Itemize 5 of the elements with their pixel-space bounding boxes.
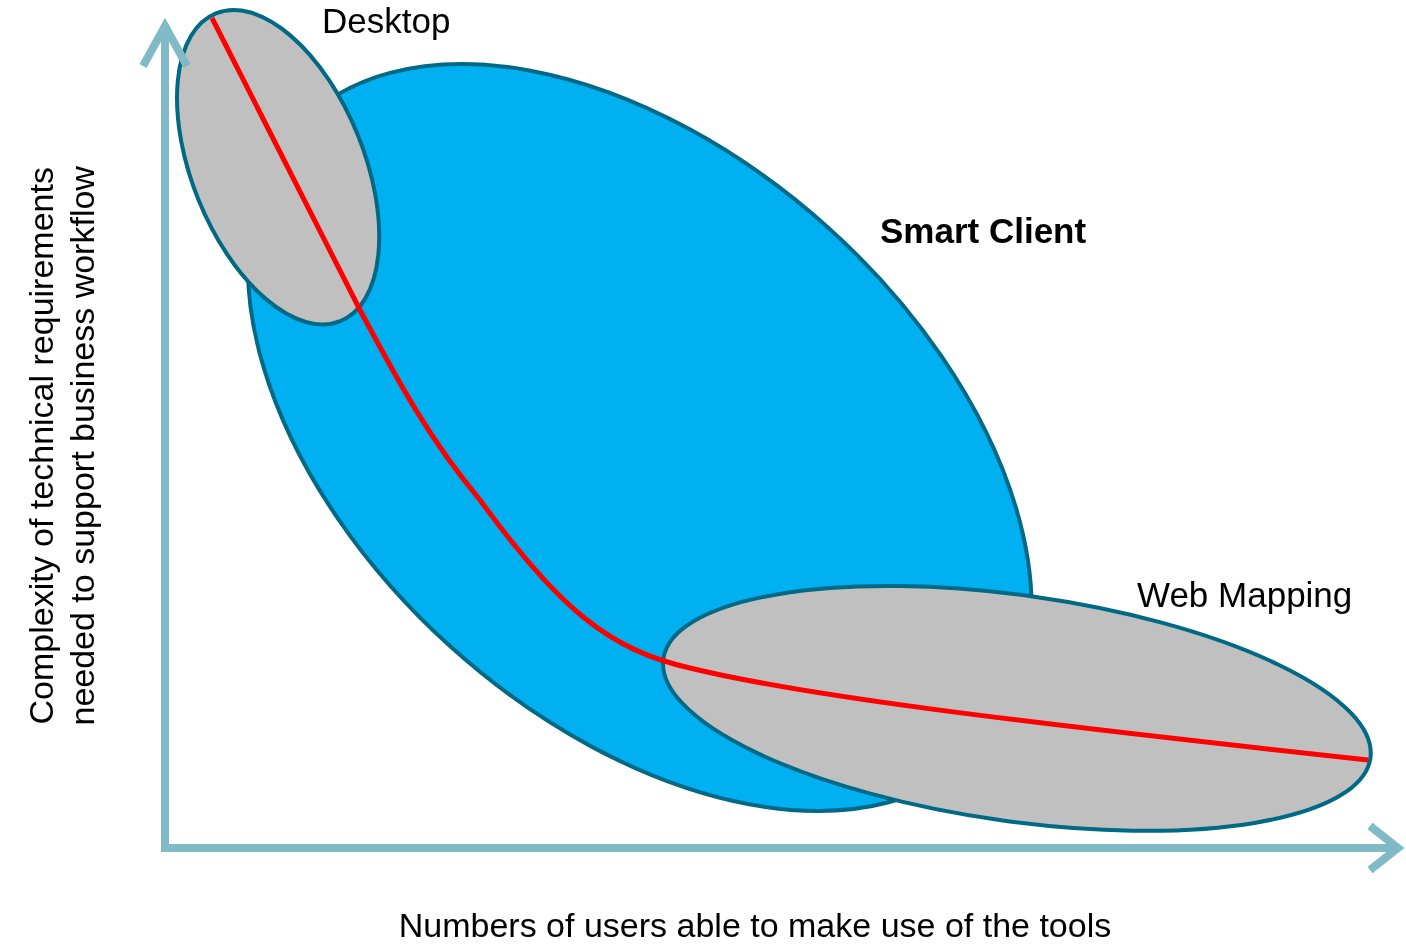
axis-label: Numbers of users able to make use of the tools (397, 905, 1113, 945)
region-label: Smart Client (880, 212, 1087, 251)
region-label: Desktop (322, 2, 451, 41)
region-label: Web Mapping (1137, 576, 1353, 615)
axis-label: Complexity of technical requirements needed to support business workflow (21, 165, 102, 728)
